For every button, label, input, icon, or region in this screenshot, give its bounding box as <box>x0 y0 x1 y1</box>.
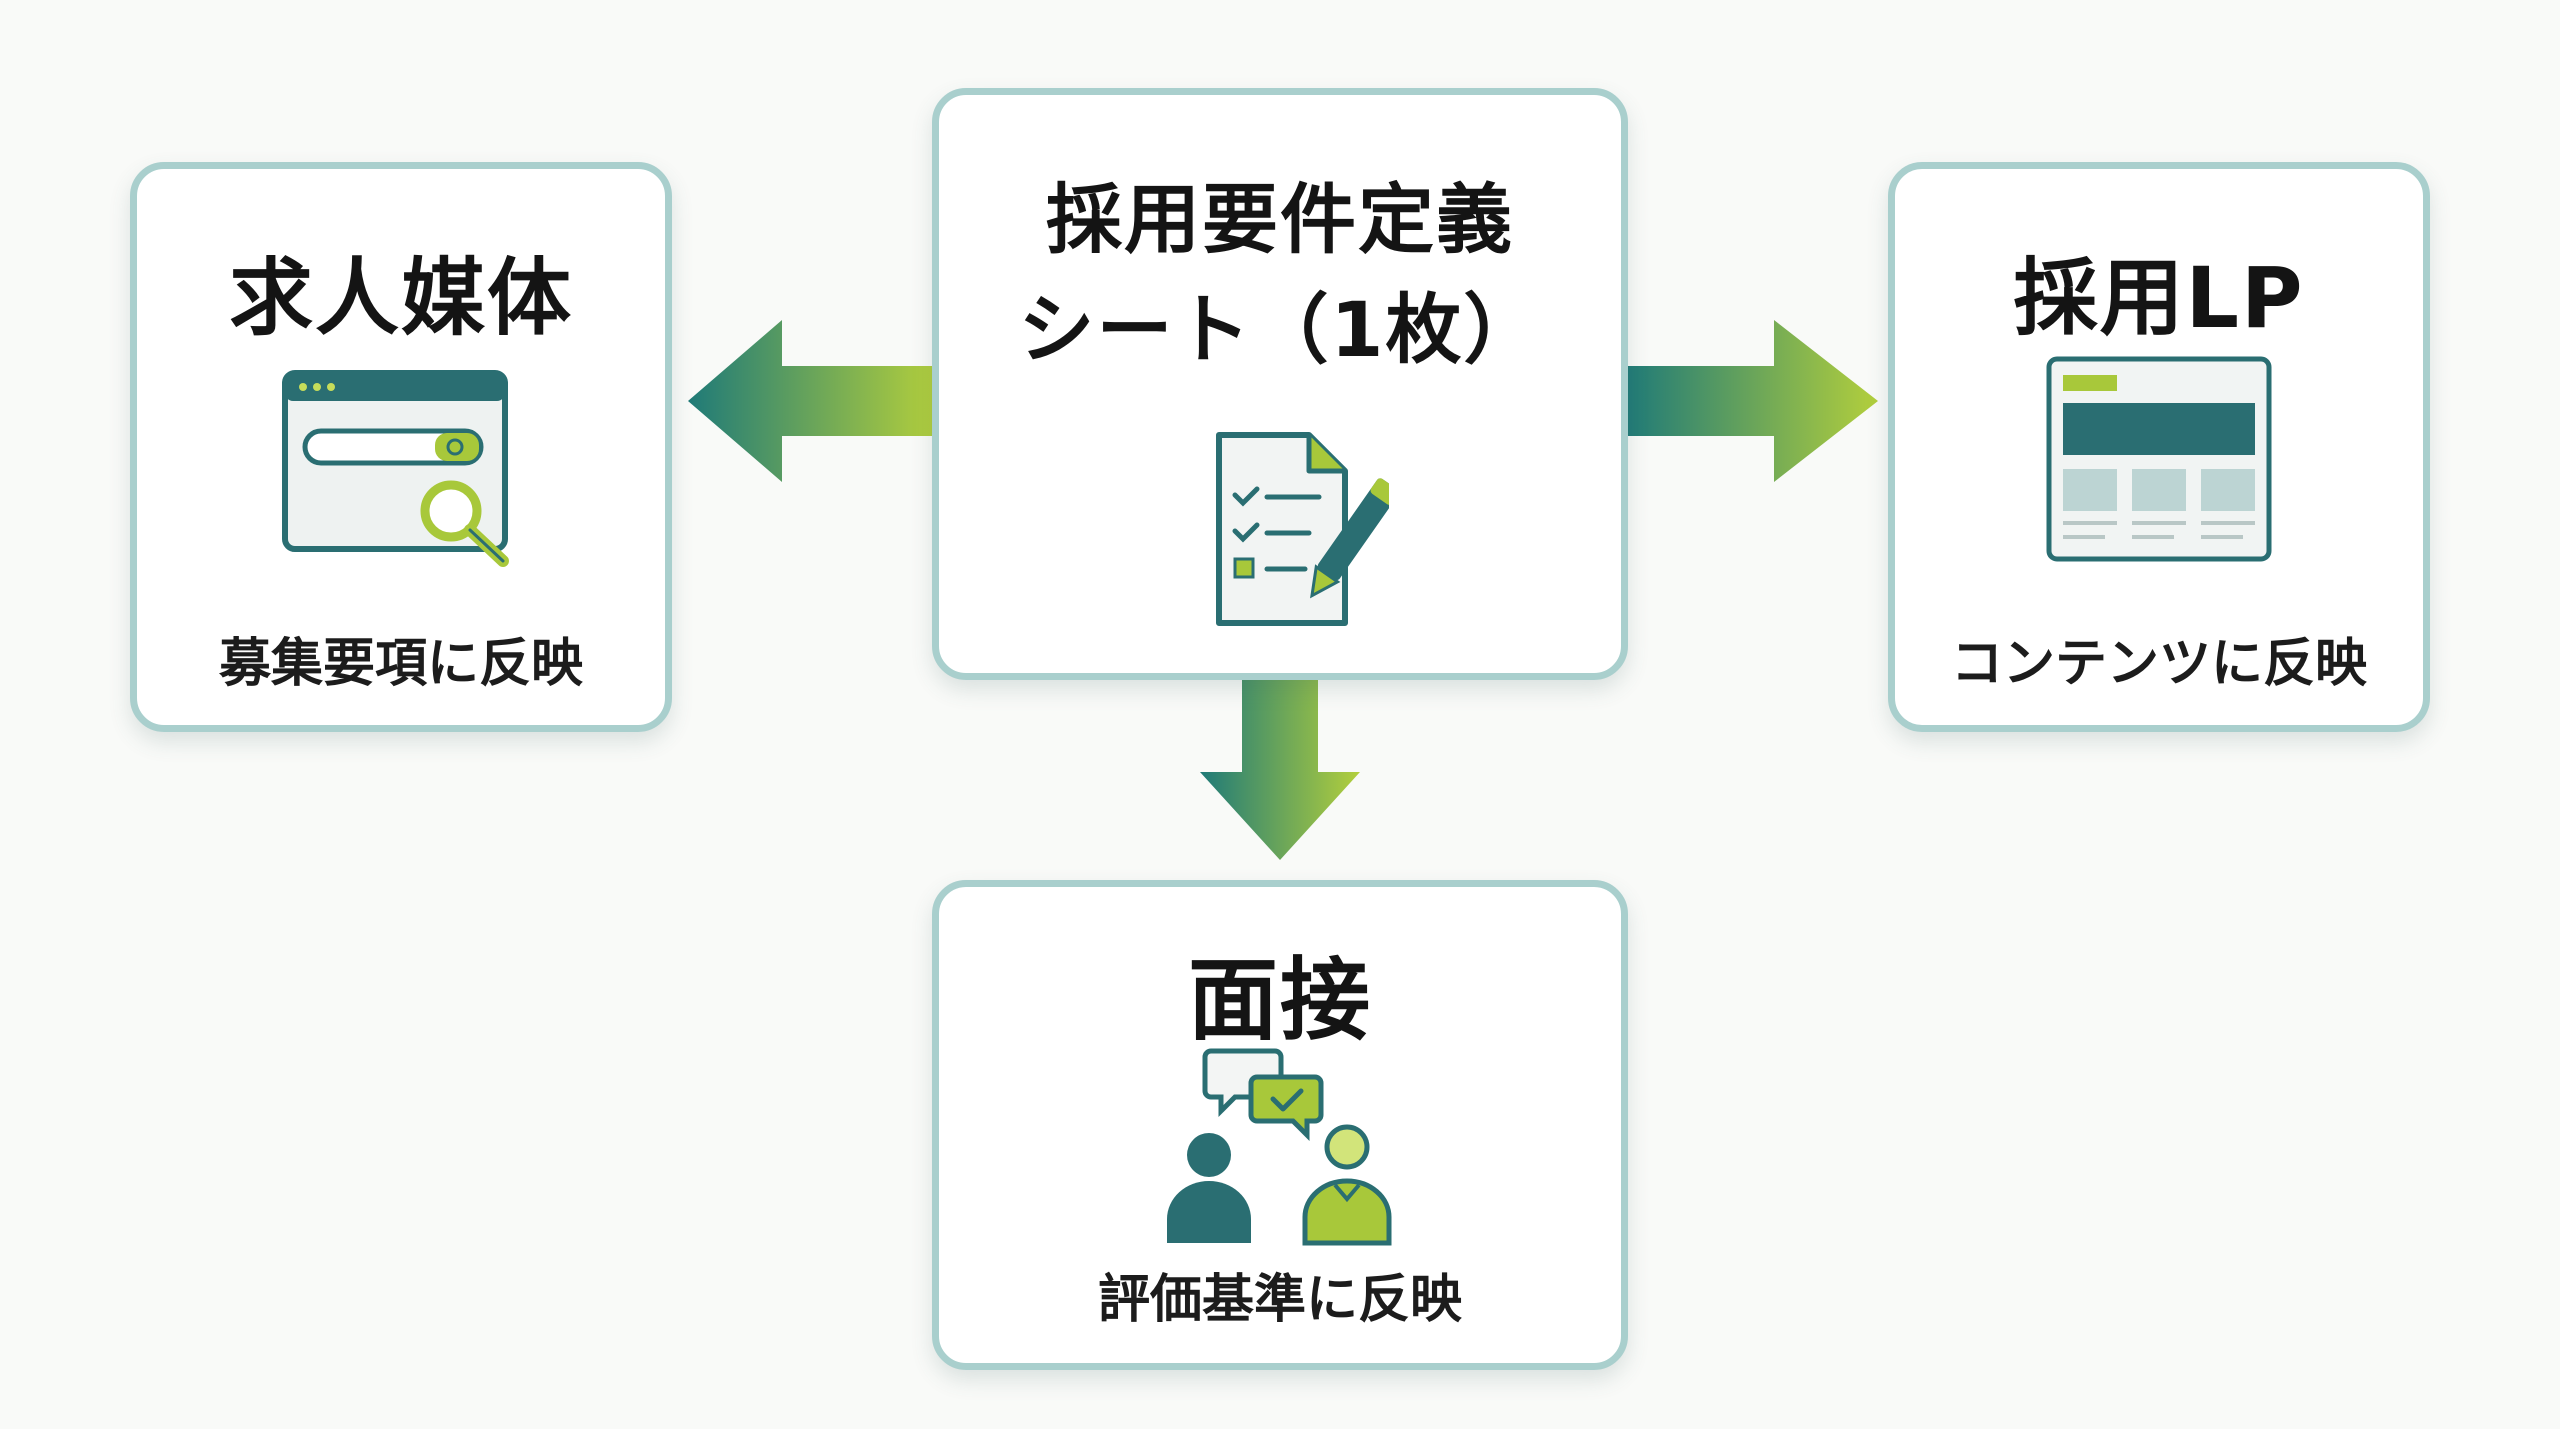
node-subtitle: コンテンツに反映 <box>1950 634 2367 694</box>
node-title-line1: 採用要件定義 <box>1046 175 1514 264</box>
landing-page-layout-icon <box>2046 356 2272 562</box>
node-subtitle: 募集要項に反映 <box>218 634 583 694</box>
node-interview: 面接 評価基準に反映 <box>932 880 1628 1370</box>
arrow-to-interview <box>1200 680 1360 860</box>
node-title: 面接 <box>1188 948 1372 1053</box>
arrow-to-media <box>688 320 936 482</box>
browser-search-icon <box>282 370 509 567</box>
node-job-media: 求人媒体 募集要項に反映 <box>130 162 672 732</box>
node-subtitle: 評価基準に反映 <box>1097 1270 1462 1330</box>
node-title: 求人媒体 <box>228 249 573 347</box>
checklist-document-pen-icon <box>1216 432 1389 626</box>
node-recruiting-lp: 採用LP コンテンツに反映 <box>1888 162 2430 732</box>
node-hiring-requirements-sheet: 採用要件定義 シート（1枚） <box>932 88 1628 680</box>
node-title-line2: シート（1枚） <box>1018 285 1542 374</box>
two-people-conversation-icon <box>1167 1048 1392 1246</box>
node-title: 採用LP <box>2013 249 2305 347</box>
arrow-to-lp <box>1626 320 1878 482</box>
